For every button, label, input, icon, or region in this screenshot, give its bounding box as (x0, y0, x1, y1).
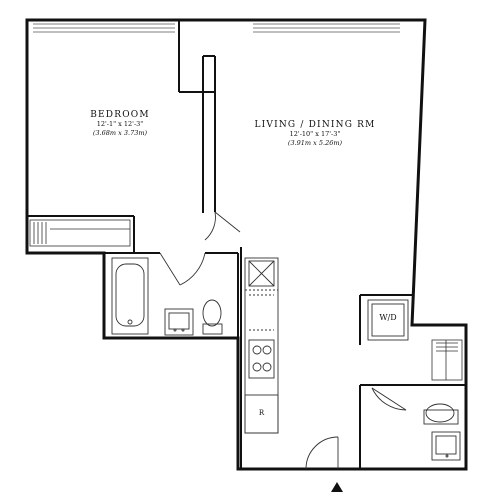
living-dims-metric: (3.91m x 5.26m) (287, 139, 343, 147)
bedroom-label: BEDROOM 12'-1" x 12'-3" (3.68m x 3.73m) (70, 110, 170, 138)
bedroom-dims-imperial: 12'-1" x 12'-3" (96, 120, 144, 128)
washer-dryer-closet (367, 299, 409, 341)
refrigerator-label: R (258, 409, 265, 417)
living-name: LIVING / DINING RM (254, 120, 376, 130)
bathtub (111, 257, 149, 335)
bedroom-dims-metric: (3.68m x 3.73m) (92, 129, 148, 137)
closet (29, 219, 131, 247)
top-windows (33, 23, 400, 33)
bedroom-name: BEDROOM (90, 110, 150, 120)
entry-door (305, 436, 339, 470)
living-label: LIVING / DINING RM 12'-10" x 17'-3" (3.9… (240, 120, 390, 148)
bedroom-door (159, 211, 241, 286)
washer-dryer-label: W/D (379, 313, 397, 322)
kitchen (244, 257, 279, 434)
interior-walls (27, 20, 466, 469)
exterior-walls (25, 18, 468, 471)
entry-arrow-icon (331, 482, 343, 492)
hall-closet (431, 339, 463, 381)
living-dims-imperial: 12'-10" x 17'-3" (289, 130, 341, 138)
bath-fixtures (164, 299, 223, 336)
second-bath-fixtures (371, 387, 461, 461)
